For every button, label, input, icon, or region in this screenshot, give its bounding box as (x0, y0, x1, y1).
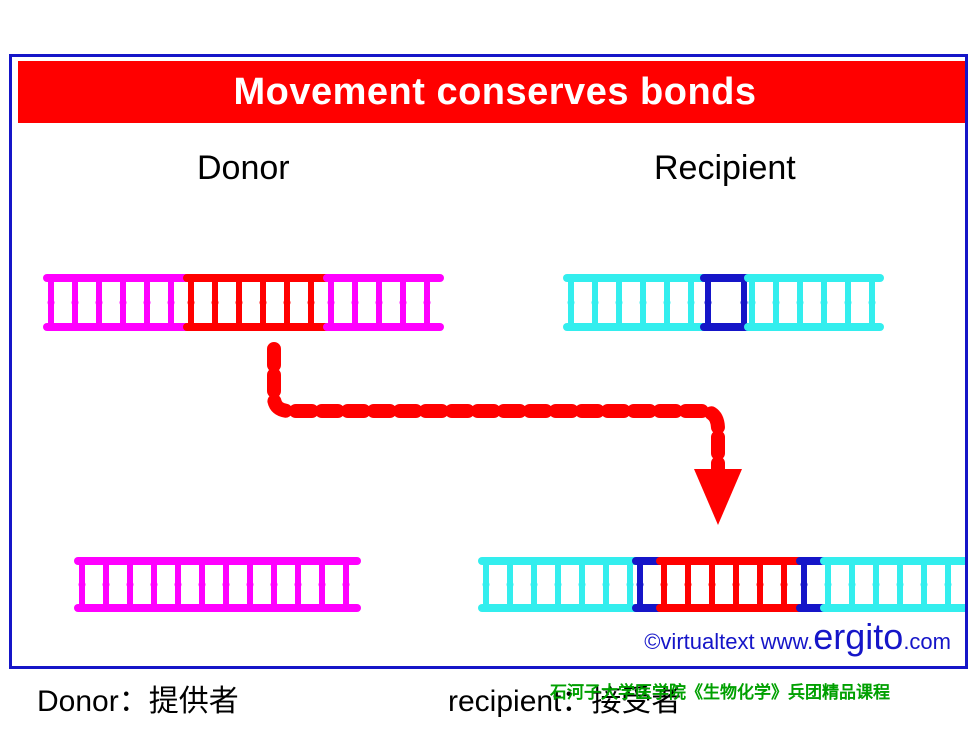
transposition-diagram (43, 274, 965, 612)
recipient-after-right (820, 557, 965, 612)
credit-brand: ergito (813, 616, 904, 657)
copyright-credit: ©virtualtext www.ergito.com (644, 616, 951, 658)
credit-prefix: ©virtualtext www. (644, 629, 814, 654)
course-title: 石河子大学医学院《生物化学》兵团精品课程 (550, 683, 890, 703)
movement-arrow (267, 342, 725, 484)
donor-caption: Donor：提供者 (37, 685, 239, 718)
recipient-caption: recipient：接受者 (448, 685, 682, 718)
transposon-inserted (656, 557, 804, 612)
credit-suffix: .com (903, 629, 951, 654)
target-duplicate-left (632, 557, 664, 612)
recipient-heading: Recipient (654, 149, 796, 187)
slide-frame: Movement conserves bonds Donor Recipient… (9, 54, 968, 669)
target-site (700, 274, 752, 331)
recipient-after-left (478, 557, 640, 612)
title-bar: Movement conserves bonds (18, 61, 965, 123)
donor-after-excision (74, 557, 361, 612)
donor-dna-left (43, 274, 191, 331)
recipient-dna-right (744, 274, 884, 331)
recipient-dna-left (563, 274, 708, 331)
donor-heading: Donor (197, 149, 290, 187)
arrowhead-icon (694, 469, 742, 525)
donor-dna-right (323, 274, 444, 331)
target-duplicate-right (796, 557, 828, 612)
slide-title: Movement conserves bonds (233, 70, 757, 113)
transposon-in-donor (183, 274, 331, 331)
